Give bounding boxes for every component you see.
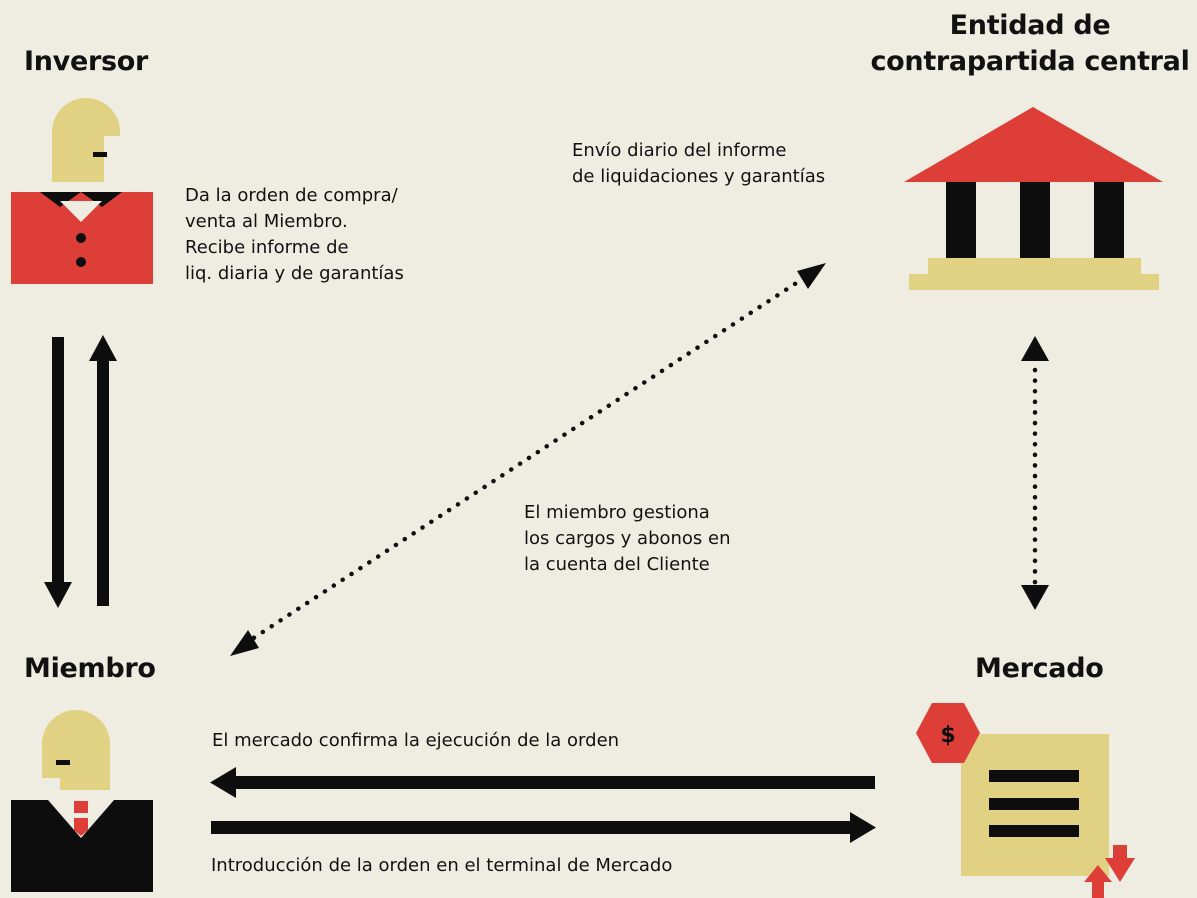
- investor-note-line-4: liq. diaria y de garantías: [185, 263, 404, 284]
- member-clearing-dotted-arrow: [230, 263, 826, 656]
- clearing-report-note: Envío diario del informe de liquidacione…: [572, 138, 825, 190]
- member-title: Miembro: [24, 653, 156, 684]
- member-to-investor-arrow: [89, 335, 117, 606]
- confirmation-note: El mercado confirma la ejecución de la o…: [212, 730, 620, 751]
- dollar-badge-icon: $: [916, 703, 980, 763]
- member-account-note-line-3: la cuenta del Cliente: [524, 554, 710, 575]
- member-icon: [11, 710, 153, 892]
- clearing-house-title: Entidad de contrapartida central: [862, 8, 1197, 80]
- clearing-house-building-icon: [904, 107, 1163, 290]
- member-account-note-line-1: El miembro gestiona: [524, 502, 710, 523]
- investor-note-line-2: venta al Miembro.: [185, 211, 348, 232]
- investor-note-line-1: Da la orden de compra/: [185, 185, 398, 206]
- clearing-house-title-line-2: contrapartida central: [870, 46, 1190, 77]
- market-title: Mercado: [975, 653, 1104, 684]
- investor-note-line-3: Recibe informe de: [185, 237, 349, 258]
- market-document-icon: [961, 734, 1135, 898]
- clearing-market-dotted-arrow: [1021, 336, 1049, 610]
- member-account-note-line-2: los cargos y abonos en: [524, 528, 731, 549]
- clearing-house-title-line-1: Entidad de: [949, 10, 1111, 41]
- dollar-symbol: $: [940, 723, 955, 748]
- investor-title: Inversor: [24, 46, 149, 77]
- investor-to-member-arrow: [44, 337, 72, 608]
- member-to-market-arrow: [211, 812, 876, 843]
- member-account-note: El miembro gestiona los cargos y abonos …: [524, 500, 731, 578]
- clearing-report-note-line-2: de liquidaciones y garantías: [572, 166, 826, 187]
- order-entry-note: Introducción de la orden en el terminal …: [211, 855, 673, 876]
- investor-icon: [11, 98, 153, 284]
- market-to-member-arrow: [210, 767, 875, 798]
- clearing-report-note-line-1: Envío diario del informe: [572, 140, 787, 161]
- investor-note: Da la orden de compra/ venta al Miembro.…: [185, 183, 404, 287]
